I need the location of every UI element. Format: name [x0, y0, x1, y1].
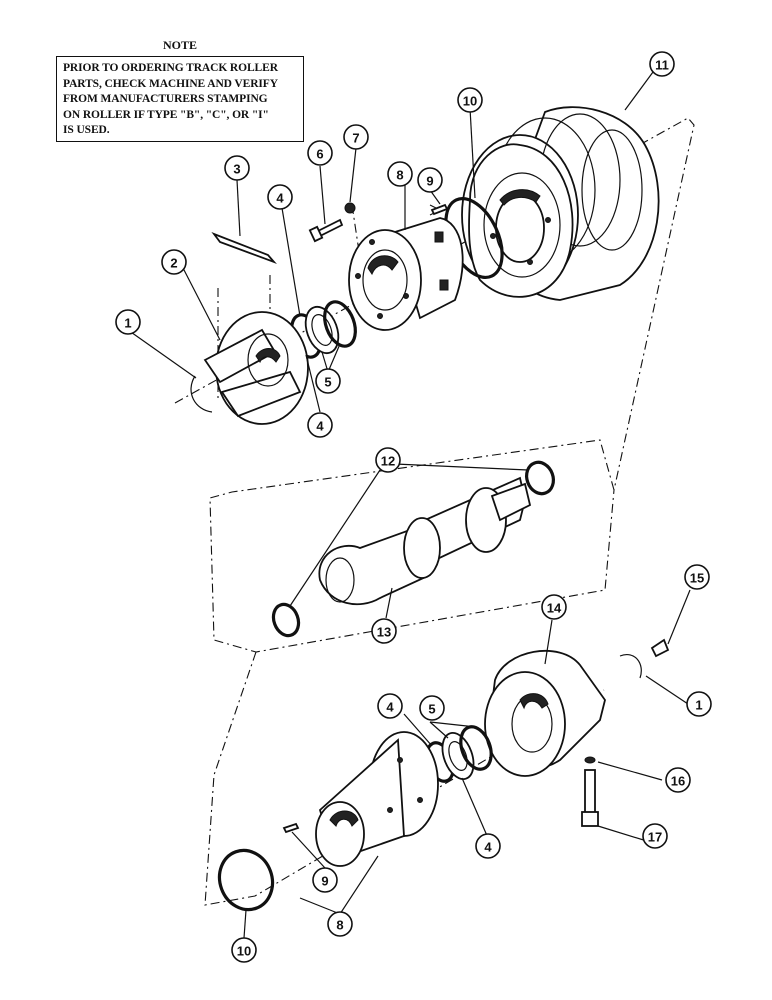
- callout-label: 6: [316, 147, 323, 162]
- callout-label: 8: [396, 168, 403, 183]
- callout-label: 4: [276, 191, 284, 206]
- callout-6: 6: [307, 140, 333, 166]
- washer-16: [584, 756, 596, 764]
- callout-circle: [343, 124, 369, 150]
- callout-3: 3: [224, 155, 250, 181]
- callout-label: 10: [237, 944, 251, 959]
- callout-label: 7: [352, 131, 359, 146]
- callout-circle: [686, 691, 712, 717]
- callout-17: 17: [642, 823, 668, 849]
- callout-label: 1: [695, 698, 702, 713]
- callout-10: 10: [231, 937, 257, 963]
- callout-circle: [387, 161, 413, 187]
- callout-label: 16: [671, 774, 685, 789]
- callout-label: 4: [316, 419, 324, 434]
- callout-circle: [377, 693, 403, 719]
- callout-label: 11: [655, 58, 669, 73]
- callout-label: 5: [428, 702, 435, 717]
- callout-4: 4: [377, 693, 403, 719]
- end-cap-upper: [203, 311, 309, 425]
- leader-lines: [127, 71, 691, 939]
- bolt-17: [581, 769, 599, 827]
- callout-15: 15: [684, 564, 710, 590]
- callout-circle: [642, 823, 668, 849]
- callout-label: 5: [324, 375, 331, 390]
- snap-ring-lower: [619, 654, 642, 679]
- callout-9: 9: [417, 167, 443, 193]
- callout-circle: [665, 767, 691, 793]
- callout-circle: [307, 140, 333, 166]
- callout-circle: [475, 833, 501, 859]
- callout-circle: [541, 594, 567, 620]
- callout-label: 3: [233, 162, 240, 177]
- o-ring-12-left: [271, 602, 301, 638]
- callout-5: 5: [315, 368, 341, 394]
- callout-circle: [417, 167, 443, 193]
- callout-label: 8: [336, 918, 343, 933]
- callout-circle: [312, 867, 338, 893]
- callout-label: 10: [463, 94, 477, 109]
- callout-4: 4: [475, 833, 501, 859]
- bolt-6: [308, 218, 344, 243]
- callout-label: 13: [377, 625, 391, 640]
- callout-4: 4: [267, 184, 293, 210]
- callout-label: 9: [426, 174, 433, 189]
- callout-circle: [649, 51, 675, 77]
- shaft-13: [318, 476, 532, 606]
- callout-10: 10: [457, 87, 483, 113]
- callout-9: 9: [312, 867, 338, 893]
- callout-11: 11: [649, 51, 675, 77]
- callout-label: 12: [381, 454, 395, 469]
- callout-circle: [267, 184, 293, 210]
- callout-circle: [115, 309, 141, 335]
- callout-2: 2: [161, 249, 187, 275]
- callout-13: 13: [371, 618, 397, 644]
- callout-circle: [224, 155, 250, 181]
- callout-circle: [161, 249, 187, 275]
- callout-8: 8: [327, 911, 353, 937]
- callout-7: 7: [343, 124, 369, 150]
- pin-lower: [282, 822, 300, 834]
- callout-label: 2: [170, 256, 177, 271]
- collar-lower: [315, 731, 439, 867]
- callout-circle: [315, 368, 341, 394]
- callout-label: 4: [386, 700, 394, 715]
- callout-label: 15: [690, 571, 704, 586]
- callout-1: 1: [115, 309, 141, 335]
- callout-circle: [684, 564, 710, 590]
- note-text: PRIOR TO ORDERING TRACK ROLLER PARTS, CH…: [56, 56, 304, 142]
- collar-upper: [348, 217, 464, 331]
- callout-label: 9: [321, 874, 328, 889]
- callout-8: 8: [387, 161, 413, 187]
- callout-circle: [419, 695, 445, 721]
- callout-circle: [307, 412, 333, 438]
- callout-circle: [327, 911, 353, 937]
- o-ring-12-right: [525, 460, 555, 496]
- callout-label: 14: [547, 601, 562, 616]
- callout-circle: [371, 618, 397, 644]
- note-heading: NOTE: [162, 38, 197, 52]
- snap-ring-upper: [190, 375, 213, 413]
- callout-1: 1: [686, 691, 712, 717]
- callout-label: 17: [648, 830, 662, 845]
- callout-circle: [457, 87, 483, 113]
- bar-3: [211, 232, 277, 265]
- track-roller-wheel: [461, 106, 660, 301]
- callout-circle: [375, 447, 401, 473]
- callout-5: 5: [419, 695, 445, 721]
- plug-15: [650, 638, 670, 658]
- callout-label: 4: [484, 840, 492, 855]
- callout-circle: [231, 937, 257, 963]
- o-ring-large-lower: [217, 848, 275, 912]
- callout-4: 4: [307, 412, 333, 438]
- end-cap-lower: [484, 649, 606, 777]
- pin-upper: [430, 203, 449, 216]
- callout-14: 14: [541, 594, 567, 620]
- plug-7: [344, 202, 356, 214]
- callout-16: 16: [665, 767, 691, 793]
- callout-12: 12: [375, 447, 401, 473]
- callout-label: 1: [124, 316, 131, 331]
